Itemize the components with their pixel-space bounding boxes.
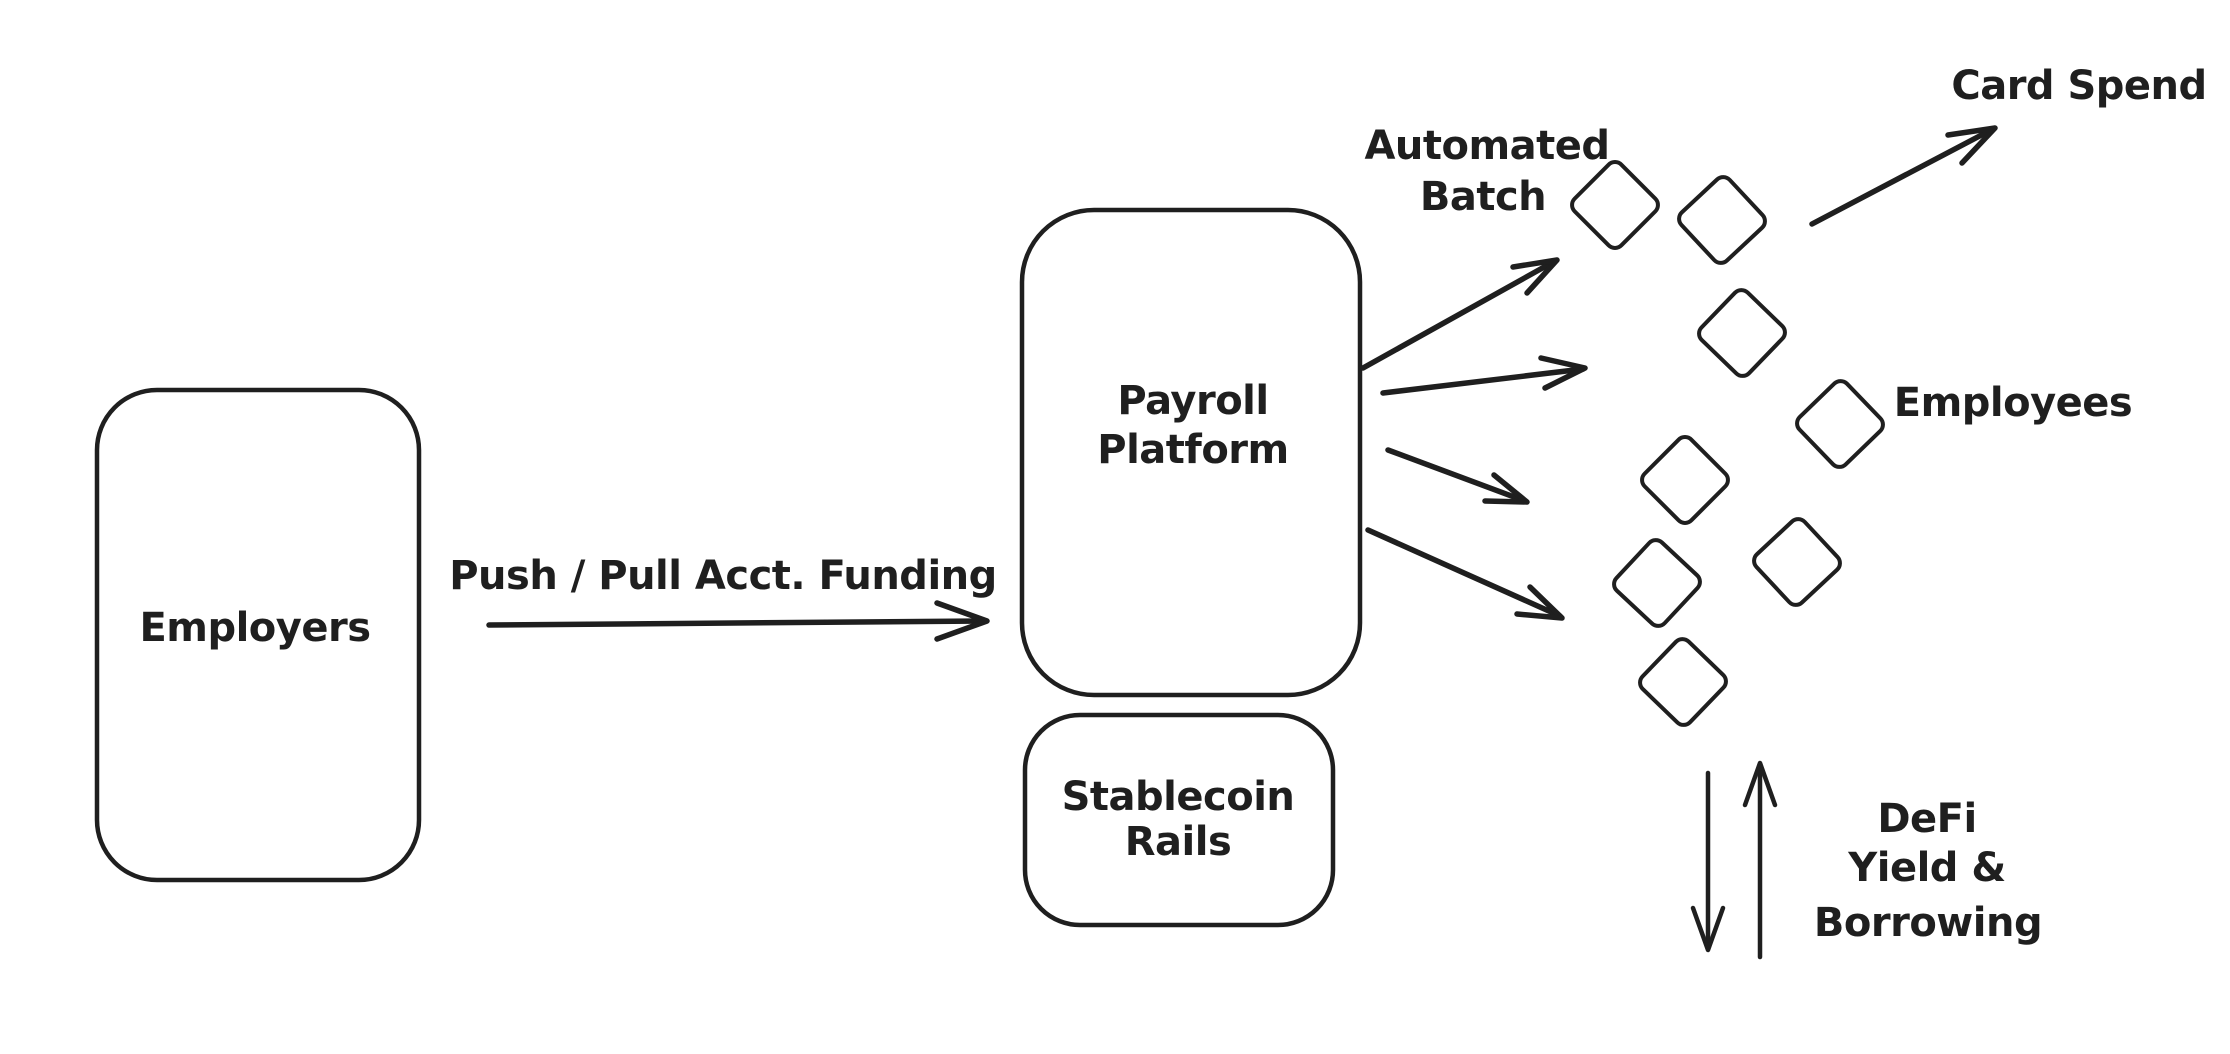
- employee-diamond: [1612, 538, 1702, 628]
- automated-batch-label-line2: Batch: [1420, 174, 1546, 220]
- stablecoin-rails-node: Stablecoin Rails: [1022, 712, 1336, 928]
- payroll-platform-label-line1: Payroll: [1117, 378, 1268, 424]
- automated-batch-label-line1: Automated: [1364, 123, 1609, 169]
- card-spend-arrow-line: [1809, 126, 1996, 227]
- batch-arrow-3-head: [1482, 472, 1530, 505]
- defi-label-line2: Yield &: [1847, 845, 2005, 891]
- batch-arrow-2-line: [1380, 366, 1586, 396]
- employers-box: [94, 387, 422, 883]
- batch-arrow-4-head: [1514, 584, 1565, 621]
- defi-label-line1: DeFi: [1877, 796, 1976, 842]
- batch-arrow-3-line: [1385, 447, 1528, 504]
- payroll-platform-label-line2: Platform: [1097, 427, 1288, 473]
- employee-diamond: [1638, 637, 1728, 727]
- batch-arrow-1-head: [1510, 257, 1560, 296]
- defi-up-arrow-head: [1742, 760, 1778, 808]
- funding-arrow-head: [934, 600, 990, 642]
- automated-batch-label: Automated Batch: [1364, 123, 1610, 220]
- employers-node: Employers: [94, 387, 422, 883]
- batch-arrow-1: [1360, 257, 1560, 371]
- card-spend-label: Card Spend: [1951, 63, 2206, 109]
- defi-label-line3: Borrowing: [1814, 900, 2042, 946]
- stablecoin-rails-label-line1: Stablecoin: [1062, 774, 1295, 820]
- batch-arrow-4: [1365, 527, 1565, 621]
- employee-diamond: [1570, 160, 1660, 250]
- batch-arrow-2-head: [1538, 355, 1588, 391]
- batch-arrow-3: [1385, 447, 1530, 505]
- batch-arrow-1-line: [1360, 258, 1558, 371]
- employee-diamond: [1752, 517, 1842, 607]
- funding-arrow-label: Push / Pull Acct. Funding: [449, 553, 997, 599]
- stablecoin-rails-label-line2: Rails: [1125, 819, 1232, 865]
- employers-label: Employers: [139, 605, 370, 651]
- funding-arrow-line: [486, 618, 988, 628]
- employee-diamond: [1697, 288, 1787, 378]
- card-spend-arrow: Card Spend: [1809, 63, 2207, 227]
- funding-arrow: Push / Pull Acct. Funding: [449, 553, 997, 642]
- batch-arrow-2: [1380, 355, 1588, 396]
- defi-arrows: DeFi Yield & Borrowing: [1690, 760, 2043, 960]
- defi-down-arrow-head: [1690, 905, 1726, 953]
- batch-arrow-4-line: [1365, 527, 1563, 619]
- payroll-platform-node: Payroll Platform: [1019, 207, 1363, 698]
- employee-diamond: [1640, 435, 1730, 525]
- employees-label: Employees: [1894, 380, 2132, 426]
- card-spend-arrow-head: [1945, 125, 1998, 166]
- employee-diamond: [1795, 379, 1885, 469]
- employee-diamond: [1677, 175, 1767, 265]
- payroll-platform-box: [1019, 207, 1363, 698]
- stablecoin-rails-box: [1022, 712, 1336, 928]
- employee-diamonds-group: [1570, 160, 1885, 727]
